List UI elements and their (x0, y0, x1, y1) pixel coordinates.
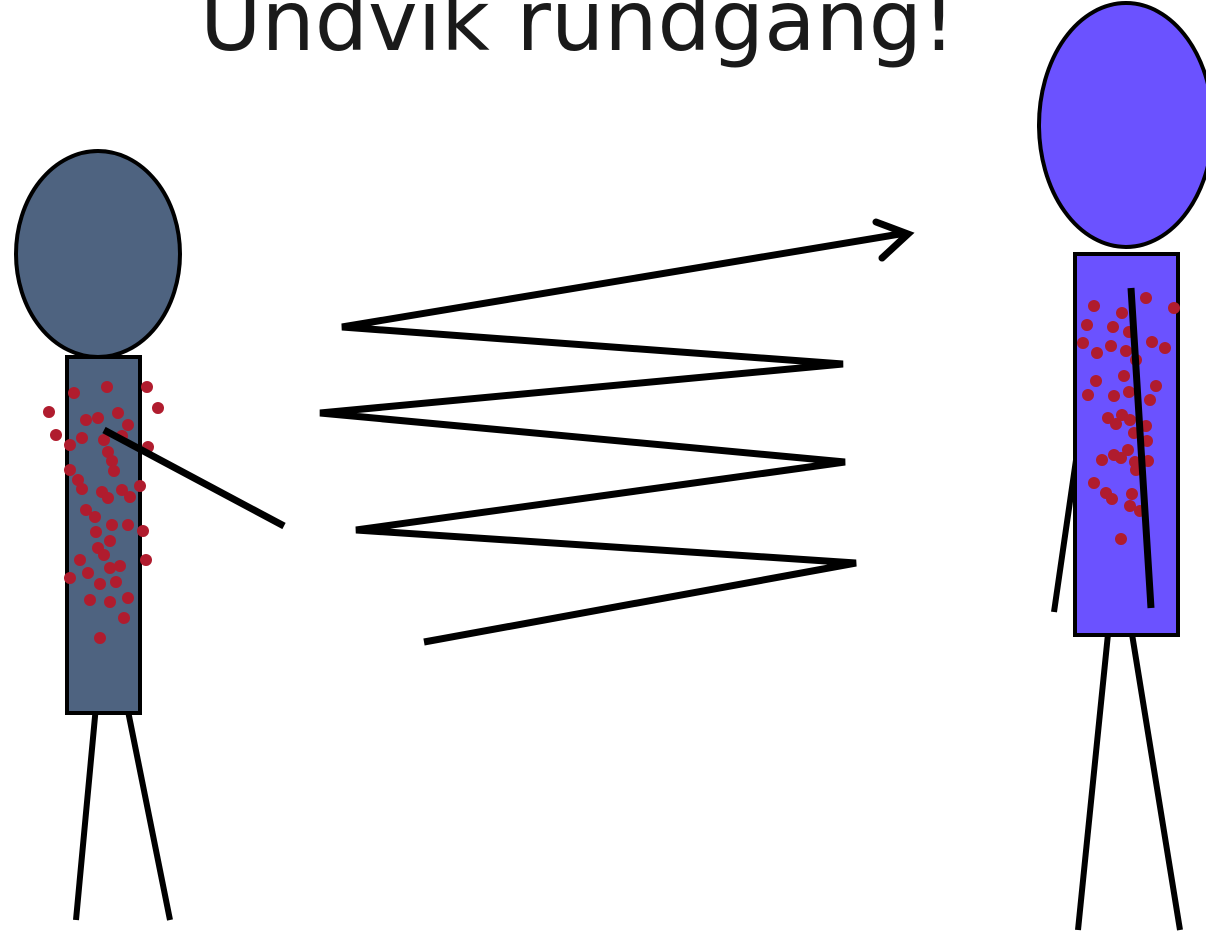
zigzag-line (320, 233, 906, 642)
dot (110, 576, 122, 588)
receiver-figure (1039, 3, 1206, 930)
dot (140, 554, 152, 566)
dot (1120, 345, 1132, 357)
dot (1115, 533, 1127, 545)
dot (1106, 493, 1118, 505)
dot (1126, 488, 1138, 500)
dot (106, 519, 118, 531)
dot (98, 549, 110, 561)
sender-head (16, 151, 180, 357)
dot (68, 387, 80, 399)
dot (43, 406, 55, 418)
dot (1077, 337, 1089, 349)
dot (122, 419, 134, 431)
dot (74, 554, 86, 566)
dot (1124, 414, 1136, 426)
dot (104, 535, 116, 547)
dot (84, 594, 96, 606)
dot (50, 429, 62, 441)
dot (1140, 292, 1152, 304)
dot (1105, 340, 1117, 352)
dot (137, 525, 149, 537)
dot (1116, 307, 1128, 319)
dot (134, 480, 146, 492)
sender-figure (16, 151, 284, 920)
sender-body (67, 357, 140, 713)
dot (1088, 477, 1100, 489)
dot (1081, 319, 1093, 331)
dot (152, 402, 164, 414)
dot (76, 432, 88, 444)
dot (1150, 380, 1162, 392)
dot (1107, 321, 1119, 333)
dot (1090, 375, 1102, 387)
dot (108, 465, 120, 477)
dot (106, 455, 118, 467)
dot (1122, 444, 1134, 456)
dot (141, 381, 153, 393)
dot (101, 381, 113, 393)
dot (102, 492, 114, 504)
sender-left-leg (76, 706, 96, 920)
dot (1168, 302, 1180, 314)
dot (80, 414, 92, 426)
dot (122, 592, 134, 604)
dot (1091, 347, 1103, 359)
dot (90, 526, 102, 538)
dot (104, 596, 116, 608)
receiver-head (1039, 3, 1206, 247)
dot (1088, 300, 1100, 312)
dot (1146, 336, 1158, 348)
dot (114, 560, 126, 572)
receiver-left-leg (1078, 634, 1108, 930)
zigzag-arrow (320, 222, 908, 642)
dot (112, 407, 124, 419)
dot (64, 464, 76, 476)
receiver-back-arm (1054, 460, 1076, 612)
dot (1096, 454, 1108, 466)
dot (124, 491, 136, 503)
dot (122, 519, 134, 531)
dot (76, 483, 88, 495)
dot (92, 412, 104, 424)
receiver-right-leg (1132, 634, 1180, 930)
dot (1144, 394, 1156, 406)
dot (64, 572, 76, 584)
dot (94, 632, 106, 644)
dot (1082, 389, 1094, 401)
dot (1159, 342, 1171, 354)
dot (118, 612, 130, 624)
dot (1123, 386, 1135, 398)
dot (64, 439, 76, 451)
dot (1110, 418, 1122, 430)
dot (1108, 390, 1120, 402)
dot (104, 562, 116, 574)
dot (82, 567, 94, 579)
sender-right-leg (127, 706, 170, 920)
dot (89, 511, 101, 523)
dot (94, 578, 106, 590)
dot (1118, 370, 1130, 382)
